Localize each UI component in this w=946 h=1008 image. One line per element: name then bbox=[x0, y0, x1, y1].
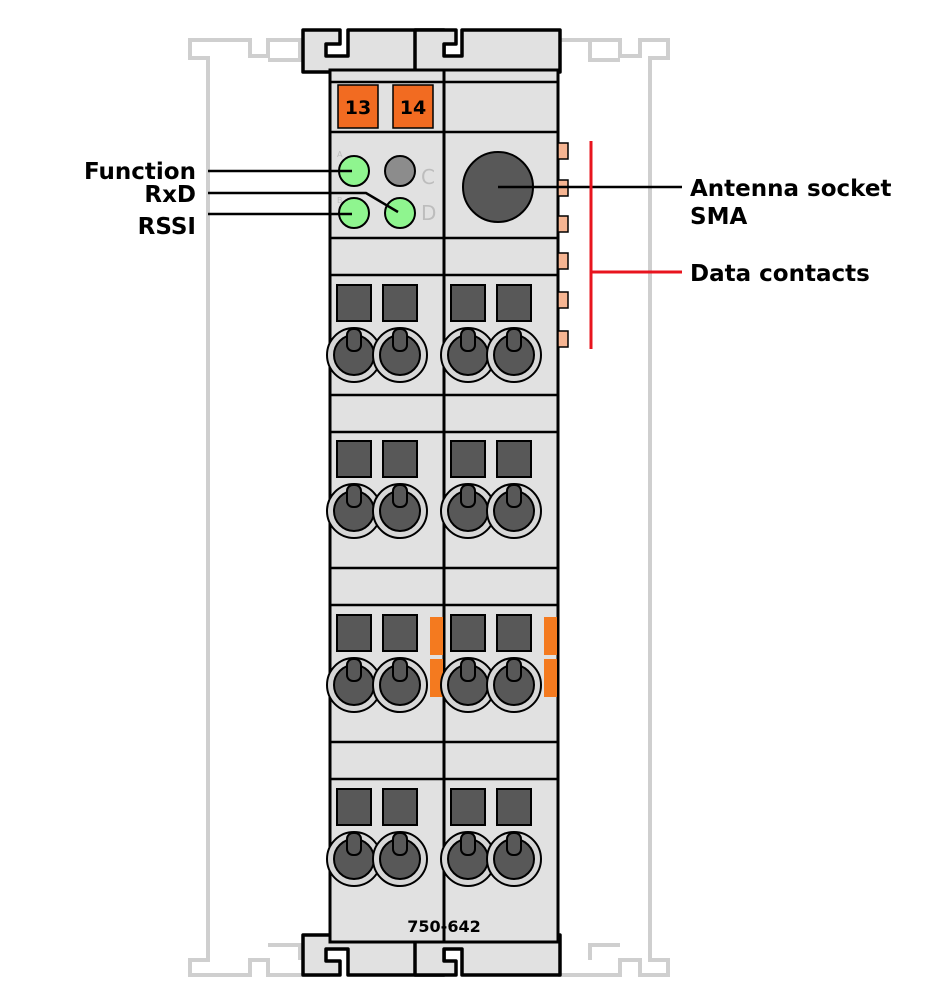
slot-number-14: 14 bbox=[400, 97, 426, 119]
spring-terminal bbox=[486, 440, 542, 539]
bottom-latches bbox=[301, 933, 562, 977]
led-letter-d: D bbox=[421, 201, 436, 225]
label-rssi: RSSI bbox=[138, 214, 196, 240]
led-letter-b: B bbox=[337, 196, 343, 205]
ghost-rail-right bbox=[558, 38, 670, 977]
spring-terminal bbox=[326, 440, 382, 539]
part-number: 750-642 bbox=[407, 917, 480, 936]
spring-terminal bbox=[326, 614, 382, 713]
spring-terminal bbox=[440, 788, 496, 887]
slot-number-13: 13 bbox=[345, 97, 371, 119]
spring-terminal bbox=[326, 284, 382, 383]
label-function: Function bbox=[84, 159, 196, 185]
led-c bbox=[384, 155, 416, 187]
spring-terminal bbox=[486, 788, 542, 887]
spring-terminal bbox=[440, 614, 496, 713]
top-latches bbox=[301, 28, 562, 74]
led-panel: A B C D bbox=[337, 150, 436, 229]
spring-terminal bbox=[372, 788, 428, 887]
led-letter-c: C bbox=[421, 165, 435, 189]
callout-line-rxd bbox=[208, 191, 399, 214]
release-levers bbox=[430, 617, 557, 697]
spring-terminal bbox=[372, 614, 428, 713]
spring-terminal bbox=[440, 284, 496, 383]
led-letter-a: A bbox=[337, 150, 343, 159]
terminal-blocks bbox=[326, 284, 542, 887]
led-rxd bbox=[384, 197, 416, 229]
label-sma: SMA bbox=[690, 204, 747, 230]
section-dividers bbox=[330, 80, 558, 781]
label-data-contacts: Data contacts bbox=[690, 261, 870, 287]
spring-terminal bbox=[372, 284, 428, 383]
slot-tab-14: 14 bbox=[392, 84, 434, 129]
spring-terminal bbox=[440, 440, 496, 539]
spring-terminal bbox=[372, 440, 428, 539]
label-antenna-socket: Antenna socket bbox=[690, 176, 891, 202]
spring-terminal bbox=[326, 788, 382, 887]
spring-terminal bbox=[486, 284, 542, 383]
label-rxd: RxD bbox=[144, 182, 196, 208]
data-contacts-bracket bbox=[589, 141, 682, 349]
slot-tab-13: 13 bbox=[337, 84, 379, 129]
spring-terminal bbox=[486, 614, 542, 713]
ghost-rail-left bbox=[188, 38, 330, 977]
